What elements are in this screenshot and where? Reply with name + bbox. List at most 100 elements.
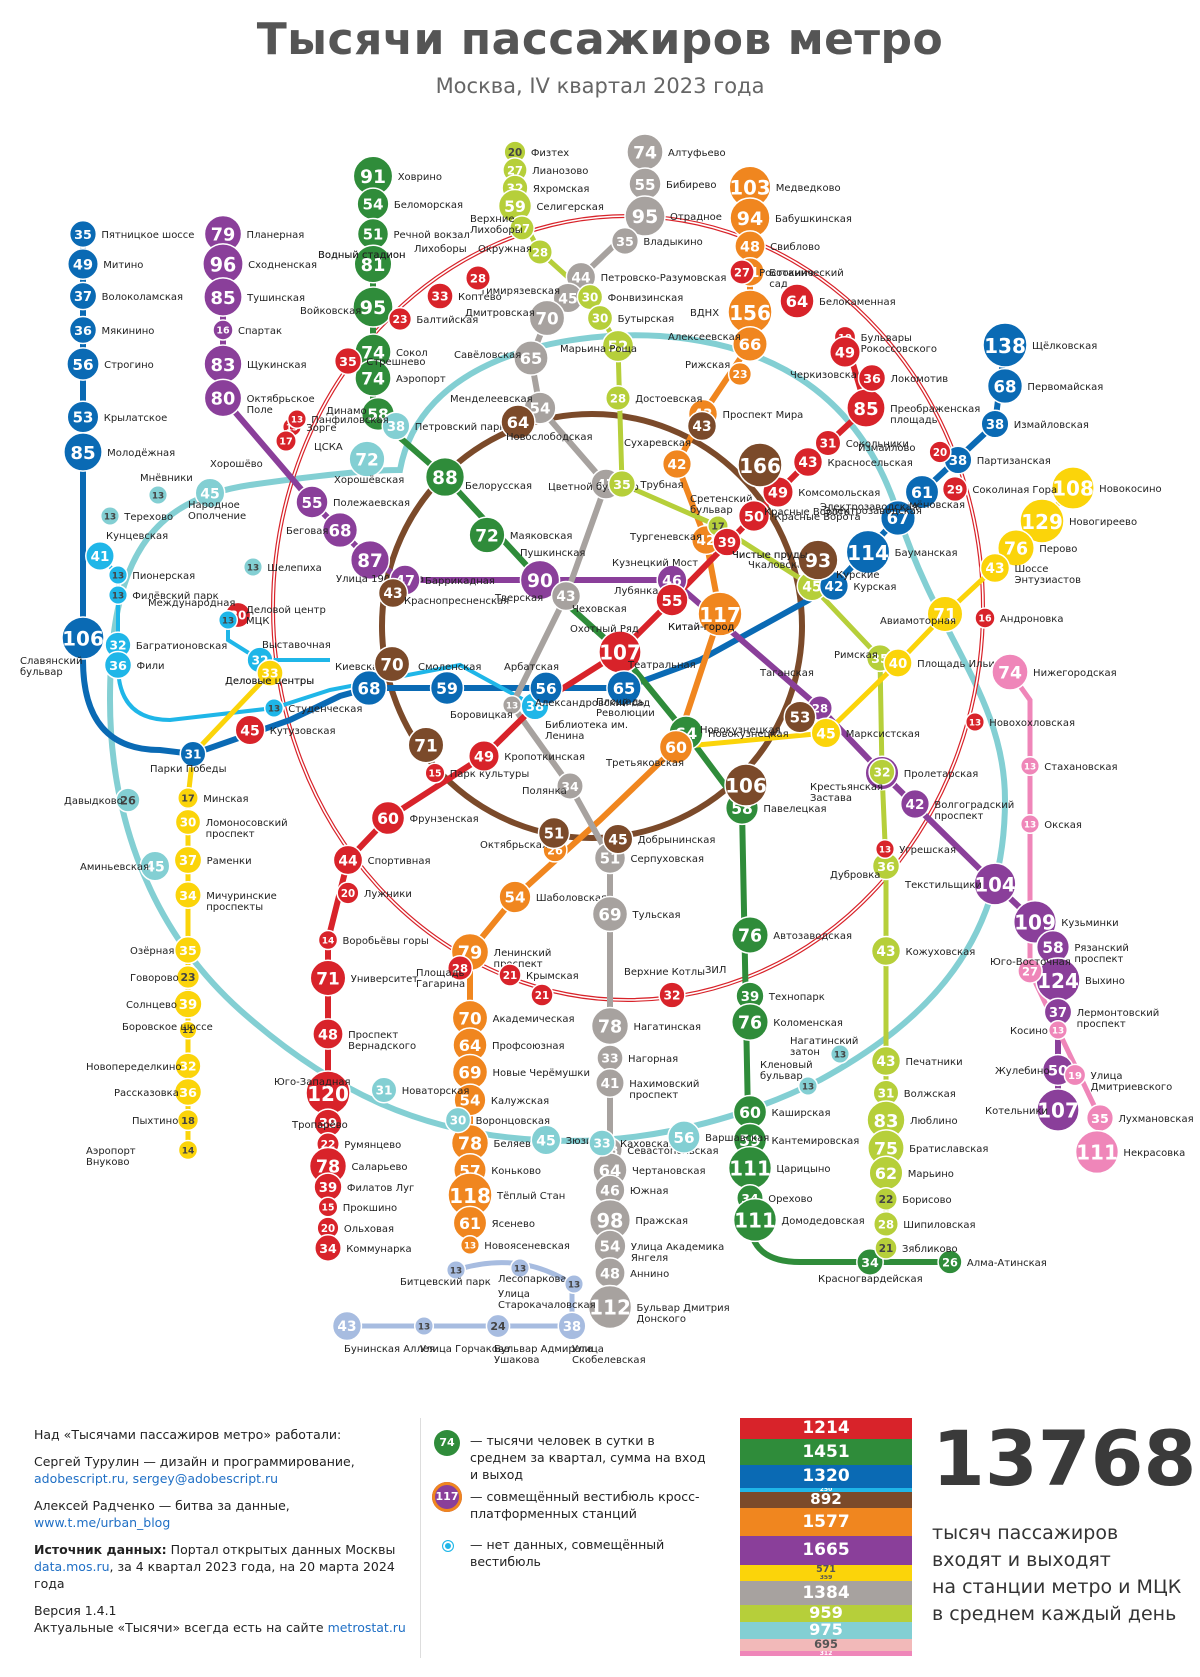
station-marker[interactable] <box>353 244 393 284</box>
station-marker[interactable] <box>601 329 635 363</box>
station-marker[interactable] <box>349 539 391 581</box>
station-marker[interactable] <box>234 714 266 746</box>
station-marker[interactable] <box>519 559 561 601</box>
station-marker[interactable] <box>604 384 632 412</box>
station-marker[interactable] <box>1063 1063 1087 1087</box>
station-marker[interactable] <box>177 1139 199 1161</box>
station-marker[interactable] <box>941 475 969 503</box>
station-marker[interactable] <box>1074 1129 1120 1175</box>
station-marker[interactable] <box>883 648 913 678</box>
station-marker[interactable] <box>588 1129 616 1157</box>
station-marker[interactable] <box>424 456 466 498</box>
station-marker[interactable] <box>468 740 500 772</box>
station-marker[interactable] <box>174 881 202 909</box>
station-marker[interactable] <box>874 1187 898 1211</box>
station-marker[interactable] <box>874 1236 898 1260</box>
station-marker[interactable] <box>928 440 952 464</box>
station-marker[interactable] <box>370 800 406 836</box>
station-marker[interactable] <box>203 277 243 317</box>
station-marker[interactable] <box>730 915 770 955</box>
station-marker[interactable] <box>286 408 308 430</box>
station-marker[interactable] <box>587 1284 633 1330</box>
station-marker[interactable] <box>732 1197 778 1243</box>
station-marker[interactable] <box>179 740 207 768</box>
station-marker[interactable] <box>1047 1019 1069 1041</box>
station-marker[interactable] <box>606 670 642 706</box>
station-marker[interactable] <box>424 762 446 784</box>
station-marker[interactable] <box>727 361 753 387</box>
station-marker[interactable] <box>729 259 755 285</box>
station-marker[interactable] <box>348 440 386 478</box>
station-marker[interactable] <box>317 929 339 951</box>
station-marker[interactable] <box>973 862 1017 906</box>
station-marker[interactable] <box>381 411 411 441</box>
station-marker[interactable] <box>529 671 563 705</box>
station-marker[interactable] <box>607 469 637 499</box>
station-marker[interactable] <box>1019 755 1041 777</box>
station-marker[interactable] <box>429 670 465 706</box>
station-marker[interactable] <box>500 404 536 440</box>
credit-turulin-links[interactable]: adobescript.ru, sergey@adobescript.ru <box>34 1471 279 1486</box>
station-marker[interactable] <box>563 1273 585 1295</box>
station-marker[interactable] <box>203 378 243 418</box>
station-marker[interactable] <box>370 1076 398 1104</box>
station-marker[interactable] <box>217 609 239 631</box>
station-marker[interactable] <box>986 367 1024 405</box>
station-marker[interactable] <box>312 1018 344 1050</box>
station-marker[interactable] <box>982 322 1028 368</box>
station-marker[interactable] <box>724 763 768 807</box>
station-marker[interactable] <box>792 446 824 478</box>
station-marker[interactable] <box>1017 958 1043 984</box>
actual-link[interactable]: metrostat.ru <box>327 1620 406 1635</box>
station-marker[interactable] <box>856 1248 884 1276</box>
station-marker[interactable] <box>314 1234 342 1262</box>
station-marker[interactable] <box>509 215 535 241</box>
station-marker[interactable] <box>797 1075 819 1097</box>
station-marker[interactable] <box>67 248 99 280</box>
station-marker[interactable] <box>528 299 566 337</box>
station-marker[interactable] <box>904 474 940 510</box>
station-marker[interactable] <box>242 556 264 578</box>
station-marker[interactable] <box>446 954 474 982</box>
station-marker[interactable] <box>667 1120 701 1154</box>
station-marker[interactable] <box>979 552 1011 584</box>
station-marker[interactable] <box>173 1077 203 1107</box>
station-marker[interactable] <box>68 281 98 311</box>
credit-radchenko-link[interactable]: www.t.me/urban_blog <box>34 1515 171 1530</box>
station-marker[interactable] <box>602 823 634 855</box>
station-marker[interactable] <box>829 336 861 368</box>
station-marker[interactable] <box>498 963 522 987</box>
station-marker[interactable] <box>174 808 202 836</box>
station-marker[interactable] <box>377 577 409 609</box>
station-marker[interactable] <box>173 935 203 965</box>
station-marker[interactable] <box>1019 498 1065 544</box>
station-marker[interactable] <box>737 499 771 533</box>
station-marker[interactable] <box>926 595 964 633</box>
station-marker[interactable] <box>964 711 986 733</box>
station-marker[interactable] <box>147 484 169 506</box>
station-marker[interactable] <box>624 195 666 237</box>
station-marker[interactable] <box>899 788 931 820</box>
station-marker[interactable] <box>336 881 360 905</box>
station-marker[interactable] <box>870 1045 902 1077</box>
station-marker[interactable] <box>797 539 839 581</box>
station-marker[interactable] <box>730 1002 770 1042</box>
station-marker[interactable] <box>177 787 199 809</box>
station-marker[interactable] <box>212 319 234 341</box>
station-marker[interactable] <box>712 527 742 557</box>
station-marker[interactable] <box>868 758 896 786</box>
station-marker[interactable] <box>857 363 887 393</box>
station-marker[interactable] <box>194 477 226 509</box>
station-marker[interactable] <box>996 528 1036 568</box>
station-marker[interactable] <box>173 845 203 875</box>
station-marker[interactable] <box>321 511 359 549</box>
station-marker[interactable] <box>537 816 571 850</box>
station-marker[interactable] <box>350 669 388 707</box>
station-marker[interactable] <box>107 584 129 606</box>
station-marker[interactable] <box>779 283 815 319</box>
station-marker[interactable] <box>309 959 347 997</box>
station-marker[interactable] <box>530 1124 562 1156</box>
station-marker[interactable] <box>333 346 363 376</box>
station-marker[interactable] <box>107 564 129 586</box>
station-marker[interactable] <box>352 286 394 328</box>
